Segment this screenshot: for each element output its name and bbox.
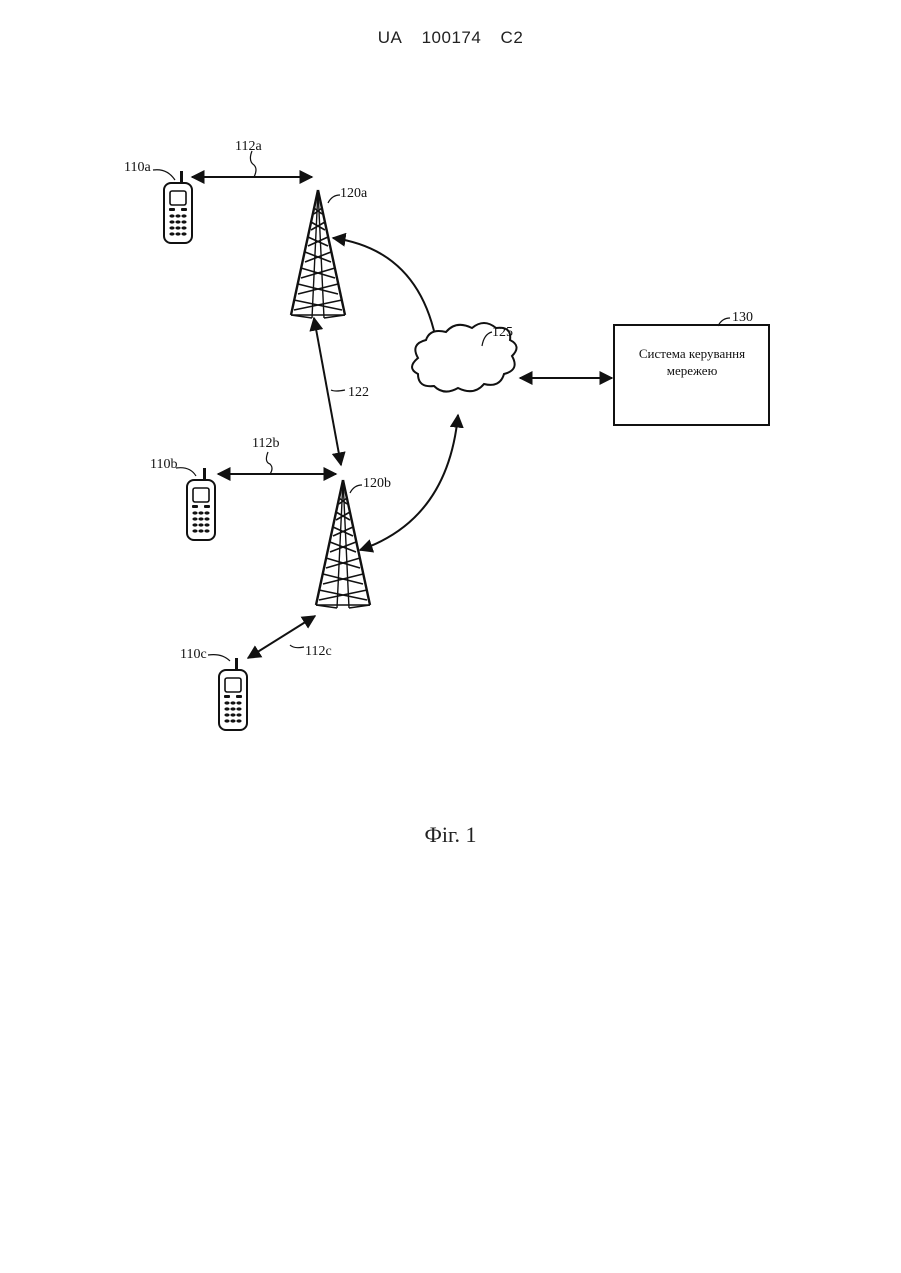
system-box-line2: мережею [667, 363, 718, 378]
label-112b: 112b [252, 436, 279, 451]
label-122: 122 [348, 385, 369, 400]
system-box-line1: Система керування [639, 346, 745, 361]
figure-caption: Фіг. 1 [0, 822, 901, 848]
mobile-phone-110a-icon [164, 171, 192, 243]
base-station-120a-icon [291, 190, 345, 318]
label-110a: 110a [124, 160, 151, 175]
mobile-phone-110b-icon [187, 468, 215, 540]
label-120b: 120b [363, 476, 391, 491]
tower-a-network-link [333, 238, 437, 345]
label-125: 125 [492, 325, 513, 340]
label-110c: 110c [180, 647, 207, 662]
label-112c: 112c [305, 644, 332, 659]
label-110b: 110b [150, 457, 177, 472]
label-120a: 120a [340, 186, 368, 201]
mobile-phone-110c-icon [219, 658, 247, 730]
base-station-120b-icon [316, 480, 370, 608]
label-112a: 112a [235, 139, 262, 154]
label-130: 130 [732, 310, 753, 325]
